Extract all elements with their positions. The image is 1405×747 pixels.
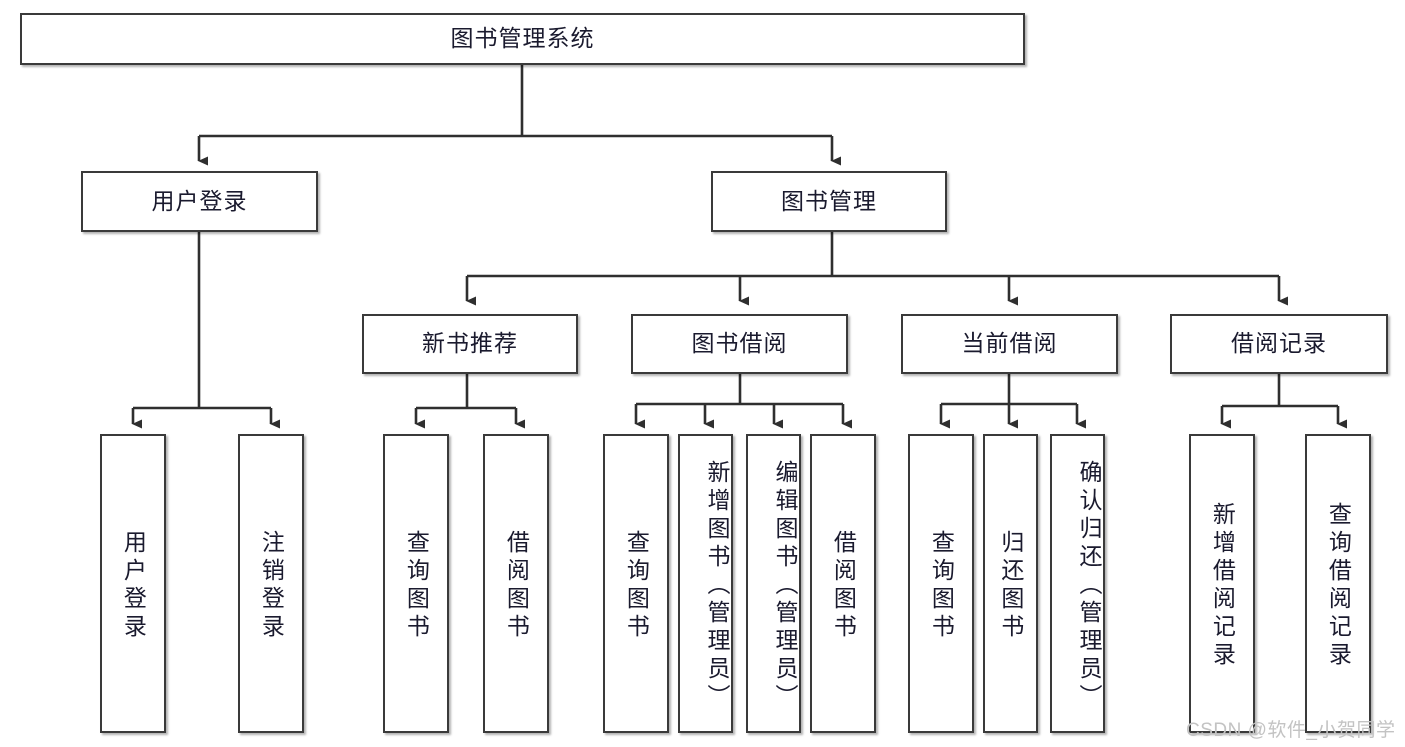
node-label: 查询借阅记录 [1325,501,1352,670]
node-user-login[interactable]: 用户登录 [81,171,318,232]
node-current-borrow[interactable]: 当前借阅 [901,314,1118,374]
leaf-add-book-admin[interactable]: 新增图书（管理员） [678,434,733,733]
node-label: 查询图书 [403,529,430,642]
leaf-confirm-return-admin[interactable]: 确认归还（管理员） [1050,434,1105,733]
leaf-user-logout[interactable]: 注销登录 [238,434,304,733]
node-book-manage[interactable]: 图书管理 [711,171,947,232]
leaf-add-borrow-record[interactable]: 新增借阅记录 [1189,434,1255,733]
leaf-user-login[interactable]: 用户登录 [100,434,166,733]
leaf-edit-book-admin[interactable]: 编辑图书（管理员） [746,434,801,733]
node-label: 查询图书 [928,529,955,642]
leaf-query-book-recommend[interactable]: 查询图书 [383,434,449,733]
node-root-book-management-system[interactable]: 图书管理系统 [20,13,1025,65]
node-label: 归还图书 [997,529,1024,642]
node-label: 图书管理系统 [450,25,595,52]
leaf-query-book-current[interactable]: 查询图书 [908,434,974,733]
leaf-borrow-book[interactable]: 借阅图书 [810,434,876,733]
node-label: 借阅图书 [830,529,857,642]
node-label: 注销登录 [258,529,285,642]
node-label: 确认归还（管理员） [1076,459,1102,712]
leaf-borrow-book-recommend[interactable]: 借阅图书 [483,434,549,733]
node-label: 新增借阅记录 [1209,501,1236,670]
node-label: 新增图书（管理员） [704,459,730,712]
leaf-query-borrow-record[interactable]: 查询借阅记录 [1305,434,1371,733]
node-label: 用户登录 [120,529,147,642]
leaf-return-book[interactable]: 归还图书 [983,434,1038,733]
node-label: 用户登录 [151,187,248,214]
node-label: 借阅图书 [503,529,530,642]
node-label: 借阅记录 [1231,330,1327,357]
leaf-query-book-borrow[interactable]: 查询图书 [603,434,669,733]
node-label: 查询图书 [623,529,650,642]
node-label: 编辑图书（管理员） [772,459,798,712]
node-borrow-record[interactable]: 借阅记录 [1170,314,1388,374]
node-label: 图书管理 [781,187,877,214]
node-new-book-recommend[interactable]: 新书推荐 [362,314,578,374]
node-label: 图书借阅 [691,330,788,357]
node-book-borrow[interactable]: 图书借阅 [631,314,848,374]
node-label: 当前借阅 [961,330,1058,357]
node-label: 新书推荐 [422,330,518,357]
